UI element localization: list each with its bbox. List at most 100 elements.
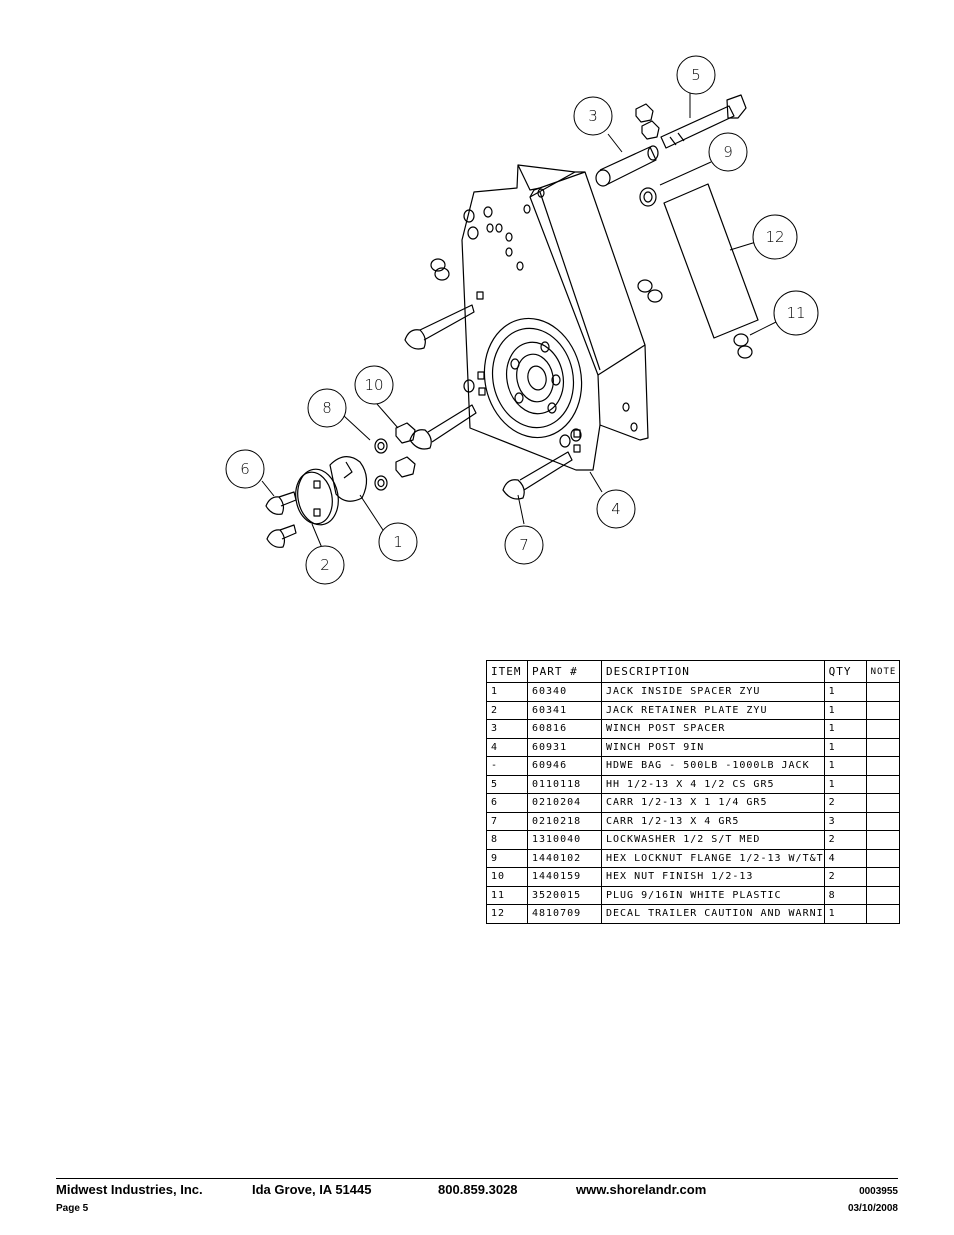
cell-item: 1 xyxy=(486,682,528,702)
hex-locknut-top xyxy=(635,103,660,140)
cell-qty: 2 xyxy=(823,793,867,813)
footer-page-number: Page 5 xyxy=(56,1203,89,1214)
callout-circle-5 xyxy=(676,55,716,95)
cell-description: PLUG 9/16IN WHITE PLASTIC xyxy=(601,885,825,905)
callout-circle-8 xyxy=(307,388,347,428)
callout-label-11: 11 xyxy=(786,304,805,322)
cell-description: JACK RETAINER PLATE ZYU xyxy=(601,700,825,720)
cell-item: 2 xyxy=(486,700,528,720)
cell-description: WINCH POST SPACER xyxy=(601,719,825,739)
cell-description: CARR 1/2-13 X 1 1/4 GR5 xyxy=(601,793,825,813)
parts-table-header: ITEM PART # DESCRIPTION QTY NOTE xyxy=(486,660,900,683)
cell-note xyxy=(865,811,900,831)
cell-qty: 1 xyxy=(823,682,867,702)
cell-qty: 1 xyxy=(823,700,867,720)
callout-circle-6 xyxy=(225,449,265,489)
callout-circle-9 xyxy=(708,132,748,172)
callout-circle-4 xyxy=(596,489,636,529)
cell-note xyxy=(865,719,900,739)
cell-note xyxy=(865,830,900,850)
header-part: PART # xyxy=(527,660,602,683)
footer-phone: 800.859.3028 xyxy=(438,1182,518,1197)
header-description: DESCRIPTION xyxy=(601,660,825,683)
hex-locknut-9 xyxy=(639,187,657,207)
cell-part: 4810709 xyxy=(527,904,602,924)
carriage-bolt-long xyxy=(404,304,573,500)
callout-circle-1 xyxy=(378,522,418,562)
hex-nut xyxy=(395,422,416,478)
hex-bolt xyxy=(660,94,747,149)
cell-item: 7 xyxy=(486,811,528,831)
callout-label-6: 6 xyxy=(240,460,250,478)
callout-label-12: 12 xyxy=(765,228,784,246)
cell-item: 8 xyxy=(486,830,528,850)
cell-qty: 1 xyxy=(823,774,867,794)
cell-description: HEX NUT FINISH 1/2-13 xyxy=(601,867,825,887)
cell-qty: 2 xyxy=(823,830,867,850)
lockwasher xyxy=(374,438,388,491)
cell-item: - xyxy=(486,756,528,776)
cell-part: 1310040 xyxy=(527,830,602,850)
cell-description: DECAL TRAILER CAUTION AND WARNI xyxy=(601,904,825,924)
cell-qty: 8 xyxy=(823,885,867,905)
cell-qty: 3 xyxy=(823,811,867,831)
cell-part: 60341 xyxy=(527,700,602,720)
cell-description: WINCH POST 9IN xyxy=(601,737,825,757)
cell-note xyxy=(865,756,900,776)
callout-circle-11 xyxy=(773,290,819,336)
cell-part: 60816 xyxy=(527,719,602,739)
header-qty: QTY xyxy=(823,660,867,683)
cell-part: 1440159 xyxy=(527,867,602,887)
cell-note xyxy=(865,682,900,702)
cell-item: 6 xyxy=(486,793,528,813)
callout-circle-3 xyxy=(573,96,613,136)
callout-label-5: 5 xyxy=(691,66,701,84)
callout-label-8: 8 xyxy=(322,399,332,417)
cell-part: 0210218 xyxy=(527,811,602,831)
decal xyxy=(663,183,759,339)
jack-inside-spacer xyxy=(329,456,368,502)
cell-description: JACK INSIDE SPACER ZYU xyxy=(601,682,825,702)
cell-description: HDWE BAG - 500LB -1000LB JACK xyxy=(601,756,825,776)
cell-qty: 1 xyxy=(823,737,867,757)
cell-note xyxy=(865,737,900,757)
callout-circle-10 xyxy=(354,365,394,405)
footer-website[interactable]: www.shorelandr.com xyxy=(576,1182,707,1197)
callout-label-2: 2 xyxy=(320,556,330,574)
cell-part: 60946 xyxy=(527,756,602,776)
cell-item: 4 xyxy=(486,737,528,757)
footer-date: 03/10/2008 xyxy=(847,1203,898,1214)
callout-circle-2 xyxy=(305,545,345,585)
cell-part: 0110118 xyxy=(527,774,602,794)
cell-item: 10 xyxy=(486,867,528,887)
cell-item: 5 xyxy=(486,774,528,794)
callout-label-10: 10 xyxy=(364,376,383,394)
cell-part: 0210204 xyxy=(527,793,602,813)
exploded-assembly-drawing: 1 2 3 4 5 6 7 8 9 10 11 12 xyxy=(225,55,819,585)
cell-item: 12 xyxy=(486,904,528,924)
cell-description: LOCKWASHER 1/2 S/T MED xyxy=(601,830,825,850)
cell-note xyxy=(865,700,900,720)
cell-description: CARR 1/2-13 X 4 GR5 xyxy=(601,811,825,831)
cell-item: 11 xyxy=(486,885,528,905)
footer-doc-number: 0003955 xyxy=(859,1186,898,1197)
callout-label-9: 9 xyxy=(723,143,733,161)
winch-post-plate xyxy=(461,164,649,471)
cell-note xyxy=(865,848,900,868)
callout-label-3: 3 xyxy=(588,107,598,125)
callout-label-4: 4 xyxy=(611,500,621,518)
cell-description: HH 1/2-13 X 4 1/2 CS GR5 xyxy=(601,774,825,794)
cell-item: 9 xyxy=(486,848,528,868)
winch-post-spacer xyxy=(595,145,659,187)
cell-part: 3520015 xyxy=(527,885,602,905)
callout-label-1: 1 xyxy=(393,533,403,551)
header-item: ITEM xyxy=(486,660,528,683)
footer-divider xyxy=(56,1178,898,1179)
